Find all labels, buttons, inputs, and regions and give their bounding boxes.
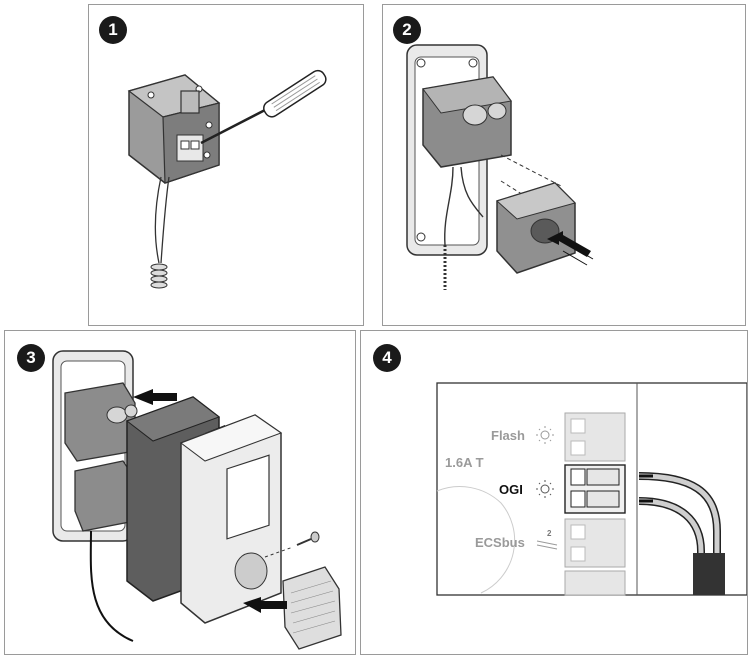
flash-label: Flash [491, 428, 525, 443]
step-4-panel: 4 [360, 330, 748, 655]
step-3-illustration [52, 350, 342, 650]
step-1-badge: 1 [99, 16, 127, 44]
antenna-coil [150, 263, 168, 289]
ecsbus-terminal [564, 518, 626, 568]
step-3-badge: 3 [17, 344, 45, 372]
ogi-lamp-icon [536, 480, 554, 498]
terminal-board [436, 382, 747, 596]
step-1-panel: 1 [88, 4, 364, 326]
insert-arrow [547, 231, 594, 266]
step-2-panel: 2 [382, 4, 746, 326]
ecsbus-label: ECSbus [475, 535, 525, 550]
ecsbus-superscript: 2 [547, 529, 552, 538]
screwdriver [200, 107, 268, 145]
step-1-illustration [127, 69, 327, 289]
ecsbus-symbol-icon [536, 540, 558, 550]
step-4-badge: 4 [373, 344, 401, 372]
flash-lamp-icon [536, 426, 554, 444]
step-2-illustration [406, 44, 594, 290]
lens-plate [282, 566, 342, 650]
screw [296, 531, 320, 546]
cable [89, 530, 134, 642]
ogi-wires [638, 472, 725, 595]
ogi-terminal [564, 464, 626, 514]
flash-terminal [564, 412, 626, 462]
step-3-panel: 3 [4, 330, 356, 655]
fuse-label: 1.6A T [445, 455, 484, 470]
step-2-badge: 2 [393, 16, 421, 44]
screwdriver-handle [263, 69, 327, 118]
ogi-label: OGI [499, 482, 523, 497]
